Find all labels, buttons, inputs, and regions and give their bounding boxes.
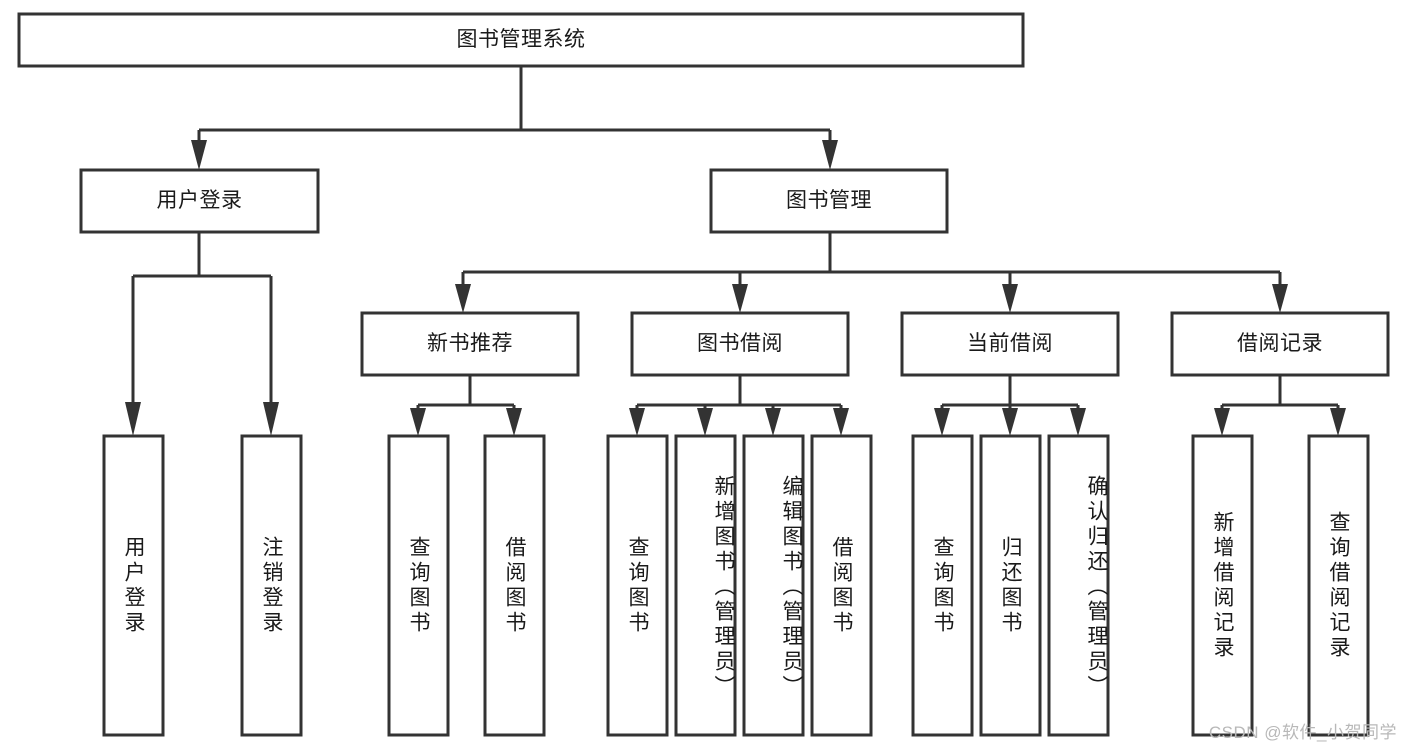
- node-box-book-borrow[interactable]: [630, 311, 850, 377]
- arrowhead-bo-leaf4: [833, 408, 849, 436]
- arrowhead-re-leaf1: [1214, 408, 1230, 436]
- arrowhead-bo-leaf3: [765, 408, 781, 436]
- node-box-leaf-6[interactable]: [742, 434, 805, 737]
- node-box-leaf-3[interactable]: [483, 434, 546, 737]
- node-box-new-book-recommend[interactable]: [360, 311, 580, 377]
- node-box-leaf-5[interactable]: [674, 434, 737, 737]
- arrowhead-current: [1002, 284, 1018, 313]
- node-box-leaf-0[interactable]: [102, 434, 165, 737]
- arrowhead-leaf-user-login: [125, 402, 141, 436]
- node-box-group: [17, 12, 1390, 737]
- node-box-leaf-4[interactable]: [606, 434, 669, 737]
- node-box-leaf-2[interactable]: [387, 434, 450, 737]
- arrowhead-bo-leaf2: [697, 408, 713, 436]
- watermark-text: CSDN @软件_小贺同学: [1208, 723, 1397, 742]
- arrowhead-newbook: [455, 284, 471, 313]
- arrowhead-record: [1272, 284, 1288, 313]
- node-box-book-management[interactable]: [709, 168, 949, 234]
- arrowhead-borrow: [732, 284, 748, 313]
- node-box-leaf-1[interactable]: [240, 434, 303, 737]
- node-box-current-borrow[interactable]: [900, 311, 1120, 377]
- arrowhead-cu-leaf1: [934, 408, 950, 436]
- node-box-leaf-8[interactable]: [911, 434, 974, 737]
- arrowhead-cu-leaf3: [1070, 408, 1086, 436]
- node-box-user-login[interactable]: [79, 168, 320, 234]
- node-box-leaf-10[interactable]: [1047, 434, 1110, 737]
- arrowhead-login: [191, 140, 207, 170]
- node-box-borrow-record[interactable]: [1170, 311, 1390, 377]
- arrowhead-cu-leaf2: [1002, 408, 1018, 436]
- node-box-leaf-7[interactable]: [810, 434, 873, 737]
- arrowhead-bo-leaf1: [629, 408, 645, 436]
- arrowhead-nb-leaf2: [506, 408, 522, 436]
- arrowhead-re-leaf2: [1330, 408, 1346, 436]
- node-box-leaf-11[interactable]: [1191, 434, 1254, 737]
- arrowhead-nb-leaf1: [410, 408, 426, 436]
- connector-group: [125, 66, 1346, 436]
- node-box-root[interactable]: [17, 12, 1025, 68]
- arrowhead-bookmgmt: [822, 140, 838, 170]
- node-box-leaf-12[interactable]: [1307, 434, 1370, 737]
- arrowhead-leaf-logout: [263, 402, 279, 436]
- node-box-leaf-9[interactable]: [979, 434, 1042, 737]
